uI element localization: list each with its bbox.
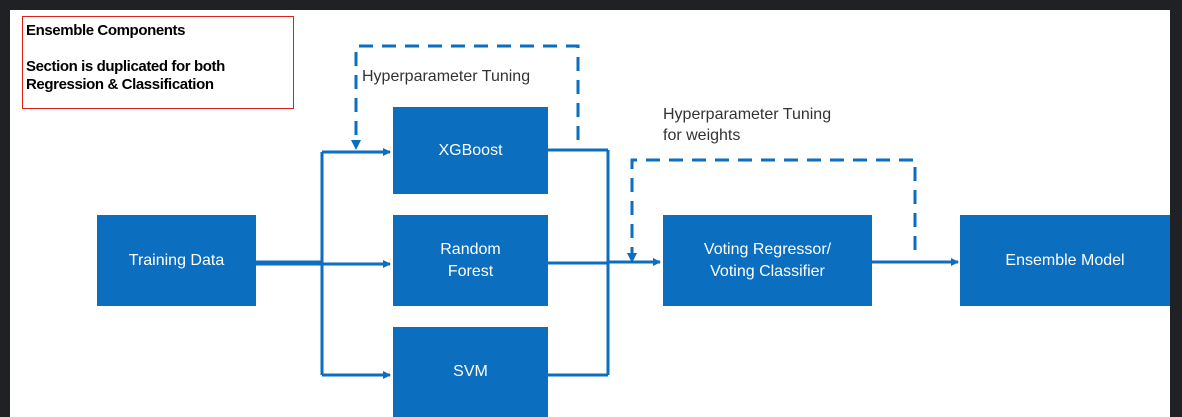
tuning-loop-weights xyxy=(630,158,917,254)
node-training-data: Training Data xyxy=(97,215,256,306)
note-title: Ensemble Components xyxy=(26,22,186,39)
label-tuning-weights-line-1: Hyperparameter Tuning xyxy=(663,106,832,123)
note-line-1: Section is duplicated for both xyxy=(26,58,225,75)
node-voting-label: Voting Regressor/ Voting Classifier xyxy=(704,239,831,283)
node-ensemble-model: Ensemble Model xyxy=(960,215,1170,306)
node-svm: SVM xyxy=(393,327,548,417)
node-voting-line-1: Voting Regressor/ xyxy=(703,240,832,258)
node-ensemble-model-label: Ensemble Model xyxy=(1005,251,1125,269)
node-xgboost: XGBoost xyxy=(393,107,548,194)
connectors xyxy=(256,44,959,379)
tuning-models-arrowhead xyxy=(351,140,361,150)
node-random-forest-label: Random Forest xyxy=(440,239,500,283)
label-tuning-weights-line-2: for weights xyxy=(663,127,741,144)
label-hyperparameter-tuning: Hyperparameter Tuning xyxy=(362,68,531,85)
section-note: Ensemble Components Section is duplicate… xyxy=(22,16,294,109)
node-xgboost-label: XGBoost xyxy=(438,141,503,159)
label-tuning-weights: Hyperparameter Tuning for weights xyxy=(663,104,831,146)
node-random-forest: Random Forest xyxy=(393,215,548,306)
tuning-loop-models xyxy=(354,44,580,144)
diagram-canvas: Ensemble Components Section is duplicate… xyxy=(10,10,1170,417)
node-voting-line-2: Voting Classifier xyxy=(710,262,825,280)
note-line-2: Regression & Classification xyxy=(26,76,214,93)
node-svm-label: SVM xyxy=(453,363,488,380)
node-training-data-label: Training Data xyxy=(128,251,225,269)
tuning-weights-arrowhead xyxy=(627,253,637,263)
scrollbar[interactable] xyxy=(1170,10,1182,417)
node-random-forest-line-2: Forest xyxy=(447,262,494,280)
node-random-forest-line-1: Random xyxy=(440,240,501,258)
node-voting: Voting Regressor/ Voting Classifier xyxy=(663,215,872,306)
